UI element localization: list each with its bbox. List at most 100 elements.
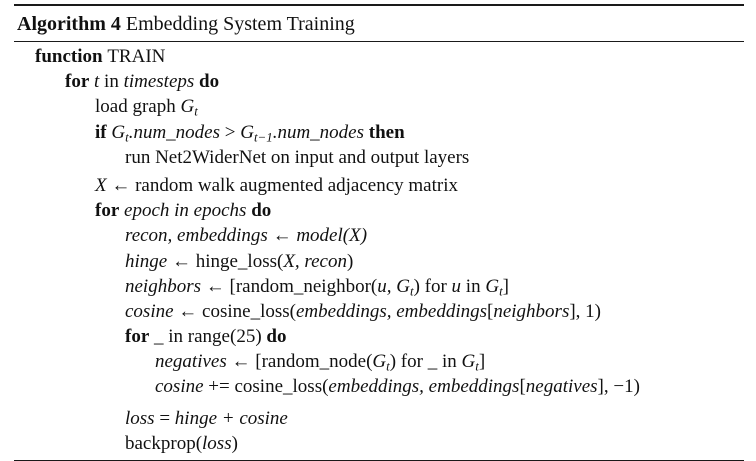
call-args: u, G bbox=[377, 275, 410, 297]
algorithm-body: function TRAIN for t in timesteps do loa… bbox=[14, 42, 744, 456]
line-negatives: negatives ← [random_node(Gt) for _ in Gt… bbox=[14, 349, 744, 374]
caption-rule bbox=[14, 41, 744, 42]
function-call: cosine_loss( bbox=[234, 376, 329, 398]
line-load-graph: load graph Gt bbox=[14, 94, 744, 119]
line-model-forward: recon, embeddings ← model(X) bbox=[14, 223, 744, 248]
function-args: embeddings, embeddings bbox=[328, 376, 520, 398]
function-tail: , 1) bbox=[575, 300, 601, 322]
index-close: ] bbox=[597, 376, 604, 398]
list-mid: ) for bbox=[413, 275, 447, 297]
line-for-epochs: for epoch in epochs do bbox=[14, 198, 744, 223]
algorithm-label: Algorithm 4 bbox=[17, 13, 121, 35]
set-subscript: t bbox=[475, 358, 479, 374]
lhs-field: .num_nodes bbox=[128, 121, 220, 143]
keyword-do: do bbox=[251, 200, 272, 222]
line-total-loss: loss = hinge + cosine bbox=[14, 406, 744, 431]
list-open: [random_node( bbox=[255, 351, 373, 373]
graph-subscript: t bbox=[194, 103, 198, 119]
line-backprop: backprop(loss) bbox=[14, 431, 744, 456]
function-call: cosine_loss( bbox=[202, 300, 296, 322]
assign-lhs: hinge bbox=[125, 250, 168, 272]
lhs-subscript: t bbox=[125, 129, 129, 145]
loop-iterable: timesteps bbox=[123, 71, 195, 93]
keyword-then: then bbox=[368, 121, 405, 143]
rhs-field: .num_nodes bbox=[272, 121, 365, 143]
assign-lhs: loss bbox=[125, 407, 155, 429]
keyword-for: for bbox=[125, 326, 150, 348]
loop-variable: epoch bbox=[124, 200, 170, 222]
line-for-range: for _ in range(25) do bbox=[14, 324, 744, 349]
line-function-train: function TRAIN bbox=[14, 44, 744, 69]
line-run-net2widernet: run Net2WiderNet on input and output lay… bbox=[14, 145, 744, 170]
list-open: [random_neighbor( bbox=[229, 275, 378, 297]
statement-text: random walk augmented adjacency matrix bbox=[135, 174, 458, 196]
keyword-in: in bbox=[465, 275, 481, 297]
set-subscript: t bbox=[499, 283, 503, 299]
assign-lhs: cosine bbox=[155, 376, 204, 398]
keyword-do: do bbox=[266, 326, 287, 348]
call-arg: G bbox=[372, 351, 387, 373]
accumulate-operator: += bbox=[208, 376, 230, 398]
keyword-function: function bbox=[35, 46, 103, 67]
assign-lhs: negatives bbox=[155, 351, 227, 373]
line-if-num-nodes: if Gt.num_nodes > Gt−1.num_nodes then bbox=[14, 120, 744, 145]
function-call: hinge_loss( bbox=[195, 250, 284, 272]
rhs-graph-var: G bbox=[240, 121, 254, 143]
line-neighbors: neighbors ← [random_neighbor(u, Gt) for … bbox=[14, 274, 744, 299]
function-name: TRAIN bbox=[107, 46, 166, 67]
index-open: [ bbox=[487, 300, 494, 322]
call-arg-subscript: t bbox=[386, 358, 390, 374]
rhs-subscript: t−1 bbox=[253, 129, 273, 145]
list-close: ] bbox=[478, 351, 486, 373]
algorithm-block: Algorithm 4 Embedding System Training fu… bbox=[14, 4, 744, 461]
index-close: ] bbox=[569, 300, 576, 322]
comparison-operator: > bbox=[224, 121, 236, 143]
keyword-if: if bbox=[95, 121, 107, 143]
assign-arrow: ← bbox=[272, 225, 292, 247]
call-arg-subscript: t bbox=[409, 283, 414, 299]
list-close: ] bbox=[502, 275, 509, 297]
function-close: ) bbox=[347, 250, 354, 272]
keyword-for: for bbox=[95, 200, 120, 222]
line-adjacency-matrix: X ← random walk augmented adjacency matr… bbox=[14, 173, 744, 198]
statement-text: load graph bbox=[95, 96, 176, 118]
keyword-in: in bbox=[104, 71, 119, 93]
matrix-var: X bbox=[95, 174, 107, 196]
assign-arrow: ← bbox=[178, 300, 198, 322]
index-open: [ bbox=[519, 376, 526, 398]
list-mid: ) for _ in bbox=[389, 351, 457, 373]
comprehension-var: u bbox=[451, 275, 462, 297]
line-hinge-loss: hinge ← hinge_loss(X, recon) bbox=[14, 249, 744, 274]
comprehension-set: G bbox=[461, 351, 476, 373]
assign-arrow: ← bbox=[111, 174, 131, 196]
loop-expression: _ in range(25) bbox=[154, 326, 262, 348]
keyword-in: in bbox=[174, 200, 189, 222]
function-close: ) bbox=[231, 432, 238, 454]
function-args: embeddings, embeddings bbox=[295, 300, 488, 322]
keyword-for: for bbox=[65, 71, 90, 93]
assign-rhs: hinge + cosine bbox=[174, 407, 288, 429]
assign-lhs: neighbors bbox=[125, 275, 201, 297]
index-value: neighbors bbox=[493, 300, 570, 322]
loop-iterable: epochs bbox=[193, 200, 247, 222]
line-cosine-loss: cosine ← cosine_loss(embeddings, embeddi… bbox=[14, 299, 744, 324]
assign-lhs: recon, embeddings bbox=[125, 225, 268, 247]
keyword-do: do bbox=[199, 71, 220, 93]
assign-lhs: cosine bbox=[125, 300, 174, 322]
function-args: X, recon bbox=[283, 250, 347, 272]
function-arg: loss bbox=[202, 432, 232, 454]
graph-var: G bbox=[180, 96, 195, 118]
index-value: negatives bbox=[525, 376, 598, 398]
statement-text: run Net2WiderNet on input and output lay… bbox=[125, 146, 470, 168]
equals-operator: = bbox=[159, 407, 171, 429]
loop-variable: t bbox=[94, 71, 100, 93]
assign-rhs: model(X) bbox=[296, 225, 368, 247]
line-cosine-accumulate: cosine += cosine_loss(embeddings, embedd… bbox=[14, 374, 744, 399]
assign-arrow: ← bbox=[205, 275, 225, 297]
assign-arrow: ← bbox=[231, 351, 251, 373]
top-rule bbox=[14, 4, 744, 6]
function-tail: , −1) bbox=[603, 376, 640, 398]
assign-arrow: ← bbox=[171, 250, 191, 272]
algorithm-title: Embedding System Training bbox=[125, 13, 355, 35]
line-for-timesteps: for t in timesteps do bbox=[14, 69, 744, 94]
